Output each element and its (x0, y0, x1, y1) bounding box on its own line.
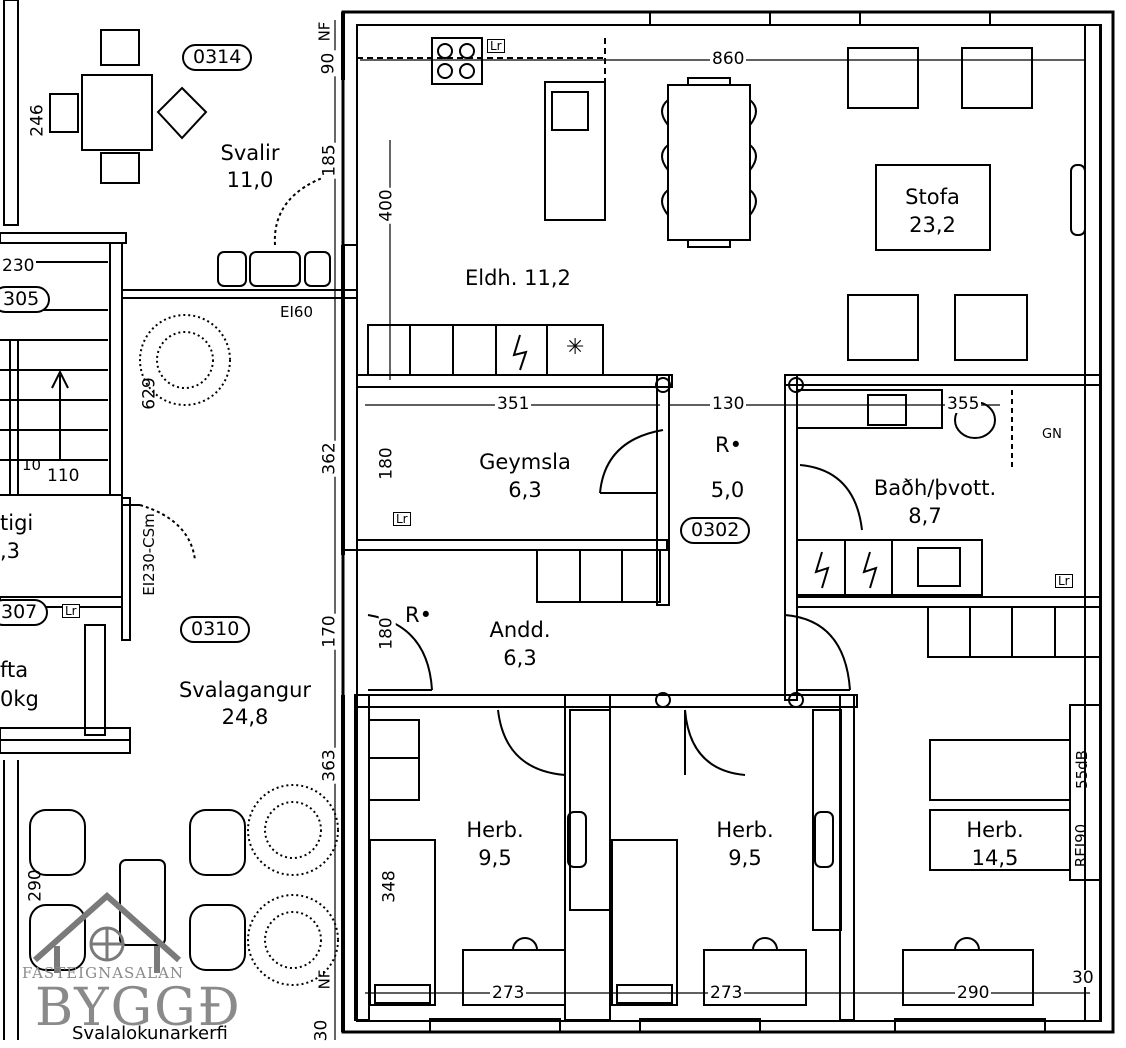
label-lr-bath: Lr (1055, 574, 1073, 588)
dim-180-b: 180 (376, 615, 397, 652)
dim-10: 10 (22, 456, 42, 474)
room-herb3-name: Herb. (966, 818, 1024, 842)
label-ei60: EI60 (280, 303, 313, 321)
dim-273-a: 273 (490, 983, 527, 1003)
room-badh-area: 8,7 (908, 504, 942, 528)
room-lyfta-name: fta (0, 658, 29, 682)
unit-tag-0314: 0314 (182, 44, 253, 71)
room-herb1-name: Herb. (466, 818, 524, 842)
label-nf-top: NF (315, 21, 334, 42)
dim-90: 90 (318, 50, 339, 77)
dim-30-b: 30 (311, 1017, 332, 1044)
label-radiator-andd: R• (405, 603, 432, 627)
dim-348: 348 (379, 870, 400, 903)
unit-tag-0302: 0302 (680, 517, 751, 544)
dim-362: 362 (319, 440, 340, 477)
watermark-line2: BYGGÐ (35, 978, 242, 1038)
room-eldh-label: Eldh. 11,2 (465, 266, 571, 290)
room-stigi-area: ,3 (0, 539, 21, 563)
label-gn: GN (1042, 427, 1062, 442)
room-stofa-name: Stofa (905, 185, 960, 209)
dim-30-a: 30 (1070, 968, 1096, 988)
label-rei90: REI90 (1072, 823, 1091, 868)
label-radiator-hall: R• (715, 433, 742, 457)
room-badh-name: Baðh/þvott. (873, 476, 997, 500)
room-geymsla-name: Geymsla (479, 450, 571, 474)
room-svalagangur-name: Svalagangur (178, 678, 312, 702)
dim-629: 629 (139, 377, 160, 410)
dim-170: 170 (319, 613, 340, 650)
label-lr-elevator: Lr (62, 604, 80, 618)
room-herb2-area: 9,5 (728, 846, 762, 870)
dim-290-h: 290 (955, 983, 992, 1003)
unit-tag-0307: 307 (0, 599, 49, 626)
watermark-line1: FASTEIGNASALAN (22, 964, 185, 982)
label-lr-kitchen: Lr (487, 39, 505, 53)
house-logo-icon (33, 891, 181, 973)
room-svalir-name: Svalir (220, 141, 280, 165)
room-andd-name: Andd. (489, 618, 551, 642)
room-stigi-name: tigi (0, 511, 34, 535)
room-stofa-area: 23,2 (909, 213, 956, 237)
label-ei230: EI230-CSm (139, 513, 158, 596)
unit-tag-0310: 0310 (180, 616, 251, 643)
dim-273-b: 273 (708, 983, 745, 1003)
label-lr-geymsla: Lr (393, 512, 411, 526)
unit-tag-0305: 305 (0, 286, 51, 313)
label-nf-bottom: NF (315, 969, 334, 990)
dim-363: 363 (319, 747, 340, 784)
room-herb2-name: Herb. (716, 818, 774, 842)
room-herb3-area: 14,5 (971, 846, 1019, 870)
dim-185: 185 (319, 142, 340, 179)
room-herb1-area: 9,5 (478, 846, 512, 870)
dim-351: 351 (495, 394, 532, 414)
label-55db: 55dB (1072, 750, 1091, 789)
room-hall-area: 5,0 (710, 478, 745, 502)
dim-246: 246 (27, 102, 48, 139)
room-lyfta-area: 0kg (0, 687, 39, 711)
room-svalagangur-area: 24,8 (221, 705, 269, 729)
dim-860: 860 (710, 49, 747, 69)
room-andd-area: 6,3 (503, 646, 537, 670)
dim-355: 355 (945, 394, 982, 414)
dim-110: 110 (45, 466, 82, 486)
dim-130: 130 (710, 394, 747, 414)
dim-400: 400 (376, 187, 397, 224)
room-svalir-area: 11,0 (226, 168, 274, 192)
room-geymsla-area: 6,3 (508, 478, 542, 502)
cooktop-star-icon: ✳ (566, 335, 585, 360)
dim-230: 230 (0, 256, 37, 276)
label-svalalokunarkerfi: Svalalokunarkerfi (72, 1023, 228, 1044)
dim-180-a: 180 (376, 445, 397, 482)
